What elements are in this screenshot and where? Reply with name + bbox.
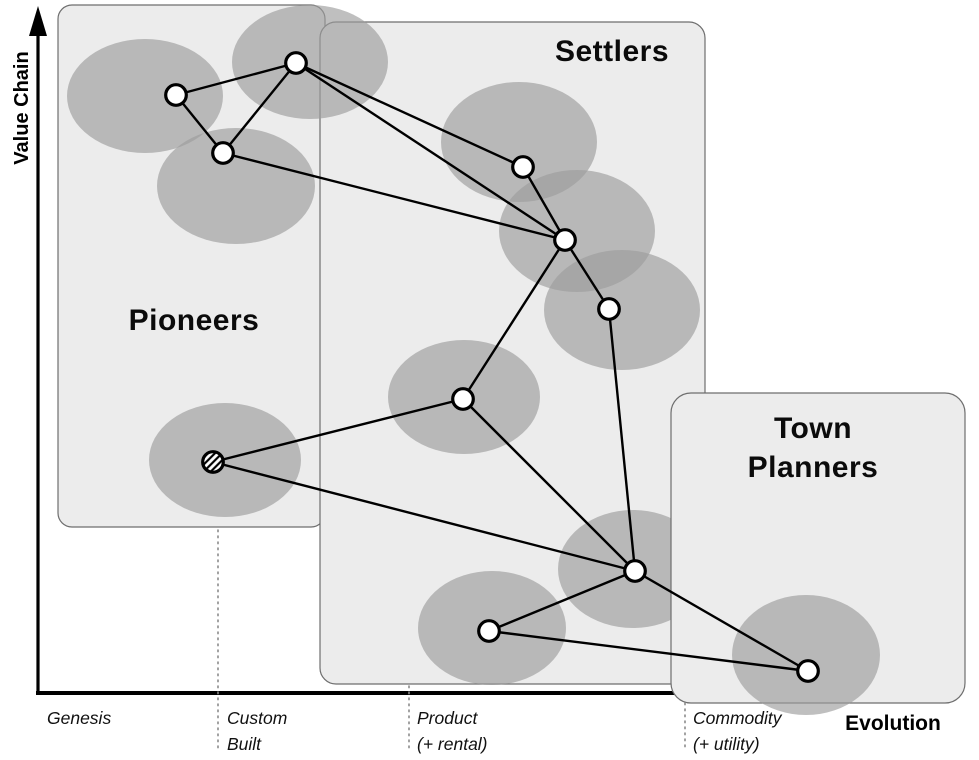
edge-pioneer-hatched--settler-hub-2 [211,460,637,573]
component-blob [232,5,388,119]
node-settler-3 [451,387,475,411]
node-settler-hub [553,228,577,252]
node-town-planner-1 [796,659,820,683]
zone-title-town-planners-line2: Planners [748,451,879,484]
node-settler-2 [597,297,621,321]
zone-title-pioneers-line1: Pioneers [129,304,260,337]
stage-label-line2: (+ rental) [417,734,488,754]
edge-pioneer-2--pioneer-top [221,61,298,155]
node-pioneer-hatched [201,450,225,474]
edge-settler-hub--settler-2 [563,238,611,311]
edge-pioneer-1--pioneer-top [174,61,298,97]
stage-label-line1: Commodity [693,708,783,728]
stage-label-line2: (+ utility) [693,734,760,754]
node-settler-hub-2 [623,559,647,583]
zone-title-town-planners-line1: Town [774,412,852,445]
y-axis-arrow-icon [29,6,47,36]
component-blob [732,595,880,715]
x-axis-title: Evolution [845,712,941,735]
zone-title-settlers-line1: Settlers [555,35,669,68]
stage-label-line1: Product [417,708,478,728]
node-pioneer-top [284,51,308,75]
edge-settler-3--settler-hub-2 [461,397,637,573]
component-blob [544,250,700,370]
node-pioneer-2 [211,141,235,165]
edge-settler-1--settler-hub [521,165,567,242]
stage-label-line2: Built [227,734,262,754]
edge-pioneer-1--pioneer-2 [174,93,225,155]
component-blob [157,128,315,244]
edge-settler-hub-2--town-planner-1 [633,569,810,673]
edge-settler-4--town-planner-1 [487,629,810,673]
edge-settler-hub-2--settler-4 [487,569,637,633]
node-settler-1 [511,155,535,179]
edge-pioneer-top--settler-1 [294,61,525,169]
y-axis-title: Value Chain [11,51,33,164]
edge-settler-2--settler-hub-2 [607,307,637,573]
node-settler-4 [477,619,501,643]
edge-pioneer-top--settler-hub [294,61,567,242]
edge-settler-hub--settler-3 [461,238,567,401]
edge-settler-3--pioneer-hatched [211,397,465,464]
stage-label-line1: Genesis [47,708,111,728]
stage-label-line1: Custom [227,708,287,728]
component-blob [67,39,223,153]
node-pioneer-1 [164,83,188,107]
edge-pioneer-2--settler-hub [221,151,567,242]
